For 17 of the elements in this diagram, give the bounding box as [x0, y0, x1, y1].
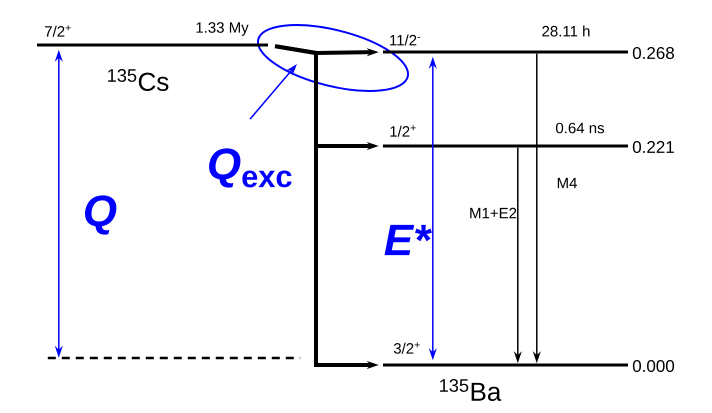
- nuclide-label: $^{135}$Cs: [108, 69, 168, 91]
- energy-label: 0.000: [632, 360, 674, 372]
- edge-label: M4: [558, 178, 577, 188]
- spin-parity-label: 7/2$^{+}$: [45, 25, 71, 37]
- half-life-label: 1.33 My: [196, 22, 249, 36]
- energy-label: 0.268: [632, 46, 674, 60]
- energy-label: 0.221: [632, 140, 674, 154]
- edge-label: Q: [85, 195, 116, 235]
- edge-label: E*: [384, 224, 432, 256]
- spin-parity-label: 11/2$^{-}$: [390, 34, 420, 46]
- spin-parity-label: 3/2$^{+}$: [394, 342, 420, 354]
- excitation-energy-symbol: Q$_{exc}$: [209, 148, 292, 188]
- edge-label: M1+E2: [470, 208, 516, 218]
- spin-parity-label: 1/2$^{+}$: [390, 125, 416, 137]
- half-life-label: 28.11 h: [542, 26, 590, 36]
- nuclide-label: $^{135}$Ba: [440, 379, 502, 401]
- half-life-label: 0.64 ns: [556, 122, 604, 134]
